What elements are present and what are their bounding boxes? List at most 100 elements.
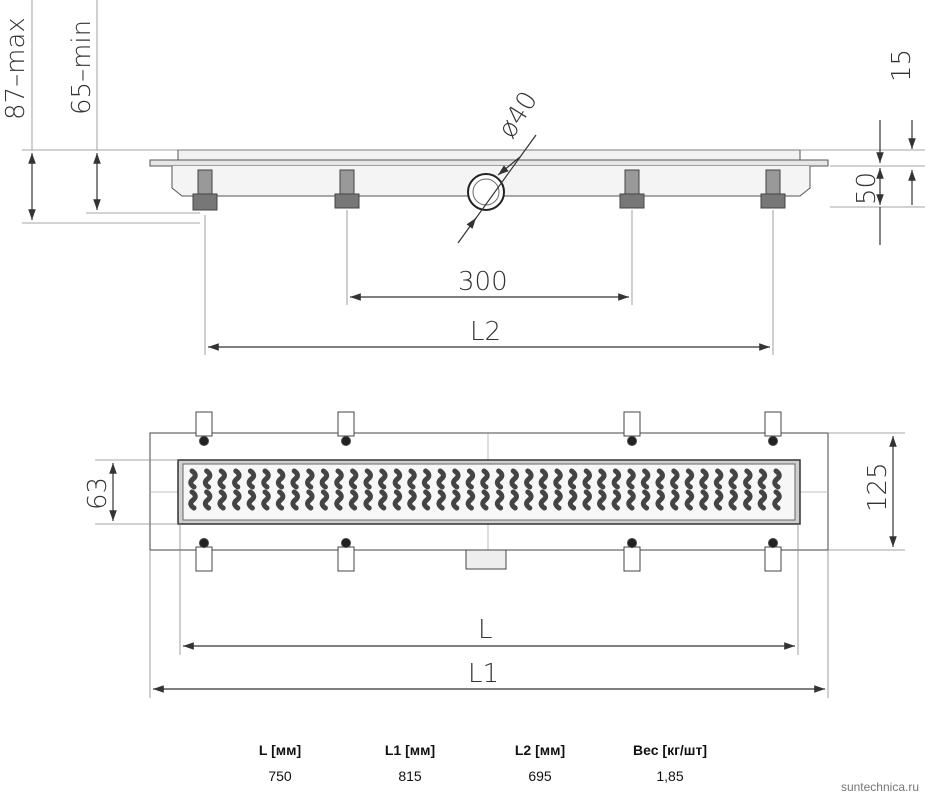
grate-slot [246, 489, 257, 511]
l2-label: L2 [470, 317, 501, 347]
grate-slot [655, 489, 665, 511]
grate-slot [378, 489, 388, 511]
grate-slot [713, 489, 724, 511]
grate-slot [743, 489, 753, 511]
grate-slot [757, 489, 768, 511]
grate-slot [363, 468, 373, 490]
grate-slot [348, 468, 359, 490]
grate-slot [494, 489, 505, 511]
grate-slot [567, 468, 578, 490]
grate-slot [480, 489, 490, 511]
grate-wave-pattern [188, 468, 782, 511]
grate-slot [597, 489, 607, 511]
adjustable-feet [192, 169, 786, 211]
grate-slot [436, 489, 446, 511]
grate-slot [451, 489, 461, 511]
grate-slot [670, 468, 680, 490]
grate-slot [480, 468, 490, 490]
grate-slot [670, 489, 680, 511]
grate-slot [772, 489, 782, 511]
side-view [22, 0, 925, 355]
grate-slot [188, 468, 198, 490]
grate-slot [713, 468, 724, 490]
grate-slot [305, 468, 315, 490]
grate-slot [290, 489, 300, 511]
grate-slot [509, 489, 519, 511]
outlet-stub [465, 549, 507, 570]
table-header: L1 [мм] [384, 742, 436, 758]
table-header: L [мм] [258, 742, 302, 758]
grate-slot [275, 489, 286, 511]
grate-slot [275, 468, 286, 490]
min-height-label: 65–min [67, 20, 97, 115]
grate-slot [392, 468, 403, 490]
grate-slot [553, 489, 563, 511]
l1-label: L1 [468, 659, 499, 689]
grate-slot [436, 468, 446, 490]
side-dimensions [28, 120, 916, 351]
grate-slot [728, 489, 738, 511]
grate-slot [553, 468, 563, 490]
grate-slot [261, 489, 271, 511]
table-cell: 750 [268, 768, 292, 784]
grate-slot [246, 468, 257, 490]
grate-slot [217, 468, 227, 490]
grate-slot [334, 468, 344, 490]
grate-slot [465, 489, 476, 511]
grate-slot [202, 489, 213, 511]
grate-slot [757, 468, 768, 490]
table-cell: 1,85 [656, 768, 684, 784]
top-view [95, 411, 905, 698]
grate-slot [538, 489, 549, 511]
grate-slot [640, 468, 651, 490]
pipe-diameter-label: ø40 [492, 86, 543, 143]
grate-slot [611, 468, 622, 490]
grate-slot [363, 489, 373, 511]
grate-slot [699, 489, 709, 511]
grate-slot [421, 468, 432, 490]
l-label: L [478, 615, 493, 645]
grate-slot [728, 468, 738, 490]
grate-slot [392, 489, 403, 511]
grate-slot [451, 468, 461, 490]
grate-slot [334, 489, 344, 511]
table-cell: 815 [398, 768, 422, 784]
grate-slot [567, 489, 578, 511]
grate-slot [509, 468, 519, 490]
spec-table: L [мм] L1 [мм] L2 [мм] Вес [кг/шт] 750 8… [215, 742, 735, 784]
grate-slot [626, 489, 636, 511]
max-height-label: 87–max [1, 17, 31, 120]
grate-slot [640, 489, 651, 511]
grate-slot [348, 489, 359, 511]
grate-slot [597, 468, 607, 490]
grate-slot [290, 468, 300, 490]
grate-slot [626, 468, 636, 490]
grate-slot [407, 468, 417, 490]
grate-slot [319, 468, 330, 490]
grate-slot [582, 489, 592, 511]
grate-slot [699, 468, 709, 490]
grate-slot [772, 468, 782, 490]
table-header: L2 [мм] [514, 742, 566, 758]
grate-slot [538, 468, 549, 490]
grate-slot [319, 489, 330, 511]
grate-slot [494, 468, 505, 490]
body-height-label: 50 [852, 172, 882, 205]
grate-slot [582, 468, 592, 490]
grate-slot [217, 489, 227, 511]
top-dimensions [109, 436, 897, 693]
total-width-label: 125 [863, 462, 893, 512]
grate-slot [378, 468, 388, 490]
grate-slot [261, 468, 271, 490]
grate-slot [611, 489, 622, 511]
flange-height-label: 15 [887, 49, 917, 82]
grate-slot [305, 489, 315, 511]
grate-slot [743, 468, 753, 490]
grate-slot [202, 468, 213, 490]
grate-slot [232, 489, 242, 511]
grate-width-label: 63 [83, 477, 113, 510]
grate-edge [177, 149, 801, 161]
grate-slot [232, 468, 242, 490]
grate-slot [465, 468, 476, 490]
